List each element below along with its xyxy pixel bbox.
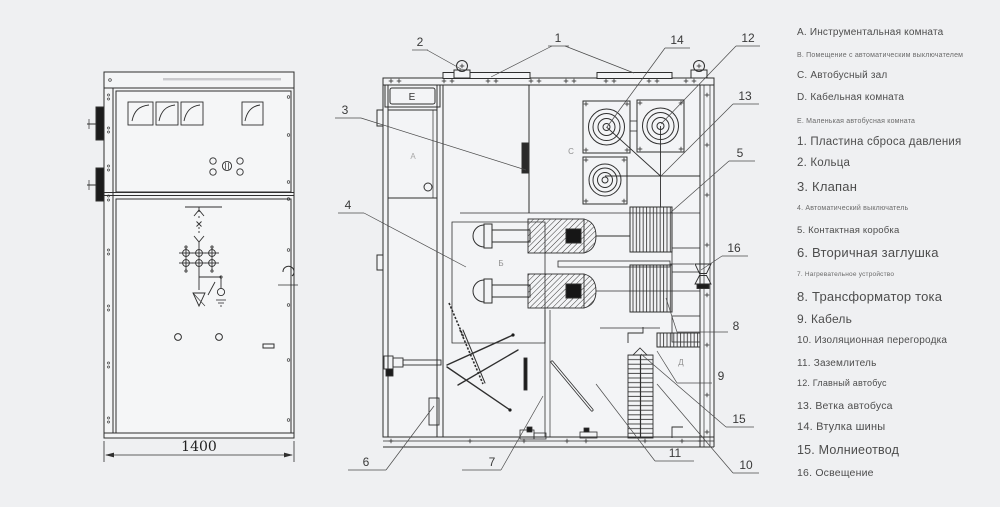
lifting-ring-left: [453, 60, 471, 79]
callouts: 1 2 3 4 5 6 7 8: [335, 31, 760, 474]
panel-meters: [127, 101, 264, 126]
selector-knob: [221, 160, 233, 172]
room-label-d: Д: [678, 358, 684, 367]
arrester-symbol: [192, 292, 206, 308]
meter-2: [155, 101, 179, 126]
nameplate-text-strip: [163, 78, 281, 81]
callout-15: 15: [640, 353, 754, 428]
secondary-plug: [428, 397, 440, 426]
callout-7: 7: [462, 395, 544, 471]
indicator-button: [209, 168, 217, 176]
surge-arrester: [627, 347, 654, 439]
pressure-relief-plate-right: [596, 72, 673, 79]
front-upper-door: [115, 90, 292, 193]
svg-text:16: 16: [727, 241, 741, 255]
operating-mechanism: [383, 302, 528, 412]
breaker-pole-lower: [472, 273, 597, 309]
callout-9: 9: [656, 350, 725, 384]
current-transformer-fins: [629, 264, 673, 313]
svg-text:2: 2: [417, 35, 424, 49]
svg-text:11: 11: [669, 446, 682, 460]
meter-4: [241, 101, 264, 126]
indicator-button: [236, 157, 244, 165]
button-cluster: [209, 157, 244, 176]
pressure-relief-plate-left: [442, 72, 531, 79]
section-base: [383, 436, 714, 448]
room-a-instrument: A: [387, 109, 438, 199]
earthing-switch: [519, 426, 598, 440]
svg-text:3: 3: [342, 103, 349, 117]
bus-bushing-3: [582, 156, 628, 205]
hinge-bottom: [95, 167, 105, 202]
valve: [521, 142, 529, 174]
dimension-1400: 1400: [103, 439, 295, 462]
svg-text:9: 9: [718, 369, 725, 383]
section-enclosure: [382, 77, 715, 438]
room-label-e: E: [409, 92, 416, 103]
svg-text:6: 6: [363, 455, 370, 469]
indicator-button: [236, 168, 244, 176]
cable-bushing: [656, 332, 701, 348]
mimic-diagram: [179, 206, 226, 308]
meter-3: [180, 101, 204, 126]
callout-14: 14: [606, 33, 690, 128]
room-label-a: A: [410, 152, 416, 161]
callout-1: 1: [490, 31, 635, 78]
callout-11: 11: [595, 383, 694, 462]
contact-box-fins: [629, 206, 673, 253]
hinges: [87, 106, 105, 202]
hinge-top: [95, 106, 105, 141]
room-d-cable: Д: [519, 310, 701, 440]
svg-text:5: 5: [737, 146, 744, 160]
breaker-pole-upper: [472, 218, 597, 254]
ct-symbols: [179, 245, 219, 273]
svg-text:7: 7: [489, 455, 496, 469]
meter-1: [127, 101, 154, 126]
callout-13: 13: [660, 89, 759, 177]
callout-10: 10: [656, 383, 759, 474]
callout-2: 2: [412, 35, 462, 70]
room-e-small-bus: E: [384, 84, 441, 108]
circuit-breaker: Б: [451, 218, 597, 344]
callout-3: 3: [335, 103, 527, 171]
lamp-symbol: [216, 287, 226, 297]
svg-text:12: 12: [741, 31, 755, 45]
door-slot: [262, 343, 275, 349]
svg-text:1: 1: [555, 31, 562, 45]
svg-text:8: 8: [733, 319, 740, 333]
fasteners: [107, 93, 291, 424]
callout-4: 4: [338, 198, 467, 268]
lifting-ring-right: [690, 60, 708, 79]
bus-bushing-1: [582, 100, 631, 154]
svg-text:13: 13: [738, 89, 752, 103]
svg-text:10: 10: [739, 458, 753, 472]
svg-text:4: 4: [345, 198, 352, 212]
room-label-b: Б: [498, 259, 503, 268]
callout-8: 8: [665, 297, 740, 333]
svg-text:14: 14: [670, 33, 684, 47]
callout-16: 16: [700, 241, 748, 271]
ground-symbol: [216, 299, 226, 307]
room-c-bus-hall: C: [460, 85, 700, 214]
door-hole: [174, 333, 182, 341]
dimension-label: 1400: [181, 439, 217, 455]
room-label-c: C: [568, 147, 574, 156]
callout-6: 6: [348, 405, 435, 471]
callout-12: 12: [660, 31, 760, 125]
front-view: 1400: [87, 71, 298, 462]
indicator-button: [209, 157, 217, 165]
lighting-fixture: [694, 263, 712, 289]
callout-5: 5: [669, 146, 755, 214]
section-view: E A C: [376, 60, 715, 448]
door-hole: [215, 333, 223, 341]
svg-text:15: 15: [732, 412, 746, 426]
door-handle: [278, 265, 298, 286]
front-lower-door: [115, 198, 292, 434]
